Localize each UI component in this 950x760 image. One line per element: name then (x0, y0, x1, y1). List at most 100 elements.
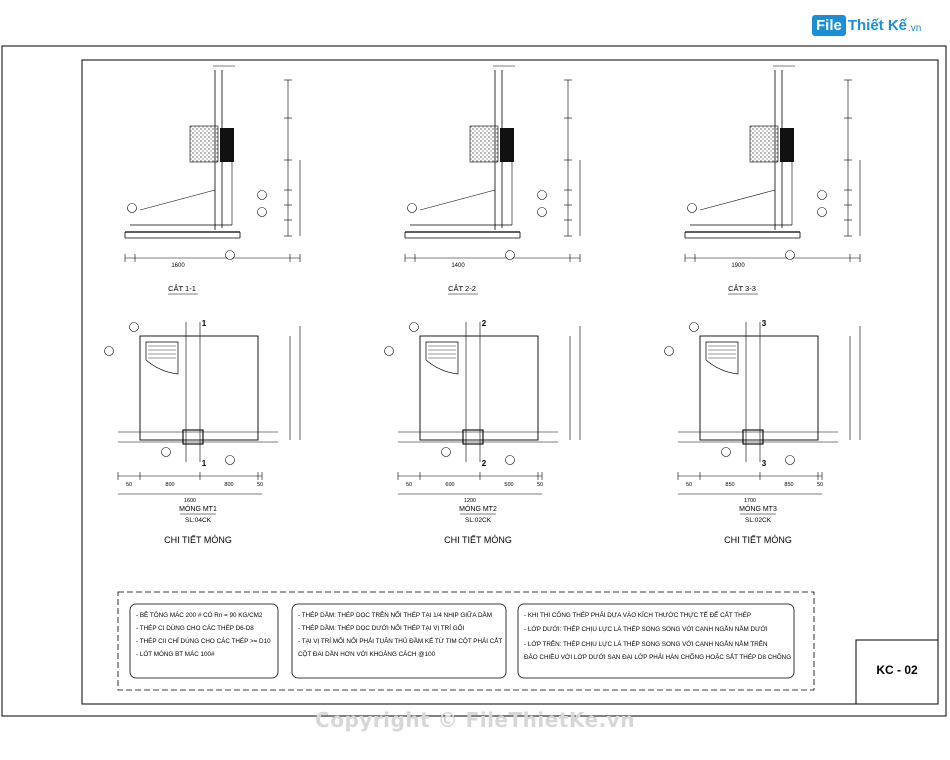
bottom-dim-value: 50 (686, 482, 692, 488)
rebar-marker (505, 455, 515, 465)
overall-dim-value: 1700 (744, 498, 756, 504)
cut-mark-top: 3 (762, 319, 767, 328)
rebar-marker (257, 190, 267, 200)
bottom-dim-value: 50 (537, 482, 543, 488)
note-2-1: - THÉP DẦM: THÉP DỌC TRÊN NỐI THÉP TẠI 1… (298, 609, 492, 619)
note-1-3: - THÉP CII CHỈ DÙNG CHO CÁC THÉP >= D10 (136, 636, 271, 645)
rebar-marker (384, 346, 394, 356)
logo-file-mark: File (812, 14, 846, 36)
rebar-marker (721, 447, 731, 457)
note-2-3: - TẠI VỊ TRÍ MỐI NỐI PHẢI TUÂN THỦ ĐẦM K… (298, 635, 502, 645)
detail-title: CHI TIẾT MÓNG (724, 535, 792, 545)
column-plan (742, 429, 764, 445)
bottom-dim-value: 50 (126, 482, 132, 488)
cut-mark-bottom: 3 (762, 459, 767, 468)
cut-label: CẮT 3-3 (728, 284, 756, 293)
column-plan (462, 429, 484, 445)
rebar-marker (664, 346, 674, 356)
footing-title: MÓNG MT2 (459, 504, 497, 513)
column-neck (780, 128, 794, 162)
bottom-dim-value: 50 (406, 482, 412, 488)
rebar-marker (817, 207, 827, 217)
slope-edge (699, 189, 776, 211)
bottom-dim-value: 800 (224, 482, 233, 488)
rebar-marker (817, 190, 827, 200)
logo-ext: .vn (908, 22, 922, 34)
bottom-dim-value: 850 (725, 482, 734, 488)
footing-qty: SL:04CK (185, 517, 212, 524)
bottom-dim-value: 850 (784, 482, 793, 488)
rebar-marker (687, 203, 697, 213)
rebar-detail (705, 341, 739, 375)
note-3-1: - KHI THI CÔNG THÉP PHẢI DỰA VÀO KÍCH TH… (524, 609, 751, 619)
cut-label: CẮT 2-2 (448, 284, 476, 293)
rebar-marker (225, 250, 235, 260)
column-plan (182, 429, 204, 445)
title-block (855, 639, 939, 705)
sheet-code: KC - 02 (876, 663, 918, 677)
note-2-4: CỘT ĐAI DẦN HƠN VỚI KHOẢNG CÁCH @100 (298, 648, 436, 658)
footing-qty: SL:02CK (465, 517, 492, 524)
note-3-2: - LỚP DƯỚI: THÉP CHỊU LỰC LÀ THÉP SONG S… (524, 624, 768, 633)
copyright-watermark: Copyright © FileThietKe.vn (315, 708, 635, 732)
soil-fill (189, 125, 219, 163)
notes-box-3 (517, 603, 795, 679)
rebar-marker (689, 322, 699, 332)
detail-title: CHI TIẾT MÓNG (444, 535, 512, 545)
cut-label: CẮT 1-1 (168, 284, 196, 293)
notes-frame (117, 591, 815, 691)
rebar-marker (441, 447, 451, 457)
rebar-marker (785, 250, 795, 260)
rebar-detail (145, 341, 179, 375)
footing-plan (699, 335, 819, 441)
rebar-marker (505, 250, 515, 260)
note-1-1: - BÊ TÔNG MÁC 200 # CÓ Rn = 90 KG/CM2 (136, 610, 263, 619)
logo-name: Thiết Kế (847, 16, 908, 34)
rebar-marker (127, 203, 137, 213)
note-3-3: - LỚP TRÊN: THÉP CHỊU LỰC LÀ THÉP SONG S… (524, 639, 768, 648)
footing-plan (419, 335, 539, 441)
cut-mark-bottom: 1 (202, 459, 207, 468)
bottom-dim-value: 800 (165, 482, 174, 488)
rebar-detail (425, 341, 459, 375)
bottom-dim-value: 600 (445, 482, 454, 488)
rebar-marker (161, 447, 171, 457)
bottom-dim-value: 500 (504, 482, 513, 488)
note-2-2: - THÉP DẦM: THÉP DỌC DƯỚI NỐI THÉP TẠI V… (298, 622, 464, 632)
site-logo: File Thiết Kế .vn (812, 12, 921, 38)
note-3-4: ĐẢO CHIỀU VỚI LỚP DƯỚI SAN ĐẠI LỚP PHẢI … (524, 651, 791, 661)
rebar-marker (225, 455, 235, 465)
overall-dim-value: 1600 (184, 498, 196, 504)
notes-box-1 (129, 603, 279, 679)
cut-mark-top: 2 (482, 319, 487, 328)
soil-fill (469, 125, 499, 163)
width-dimension: 1600 (171, 263, 185, 269)
note-1-4: - LÓT MÓNG BT MÁC 100# (136, 649, 215, 658)
footing-title: MÓNG MT1 (179, 504, 217, 513)
rebar-marker (129, 322, 139, 332)
cut-mark-bottom: 2 (482, 459, 487, 468)
slope-edge (139, 189, 216, 211)
detail-title: CHI TIẾT MÓNG (164, 535, 232, 545)
soil-fill (749, 125, 779, 163)
rebar-marker (537, 207, 547, 217)
rebar-marker (104, 346, 114, 356)
column-neck (220, 128, 234, 162)
rebar-marker (537, 190, 547, 200)
width-dimension: 1900 (731, 263, 745, 269)
footing-title: MÓNG MT3 (739, 504, 777, 513)
bottom-dim-value: 50 (257, 482, 263, 488)
notes-box-2 (291, 603, 507, 679)
note-1-2: - THÉP CI DÙNG CHO CÁC THÉP D6-D8 (136, 623, 254, 632)
overall-dim-value: 1200 (464, 498, 476, 504)
rebar-marker (785, 455, 795, 465)
slope-edge (419, 189, 496, 211)
footing-plan (139, 335, 259, 441)
column-neck (500, 128, 514, 162)
rebar-marker (407, 203, 417, 213)
